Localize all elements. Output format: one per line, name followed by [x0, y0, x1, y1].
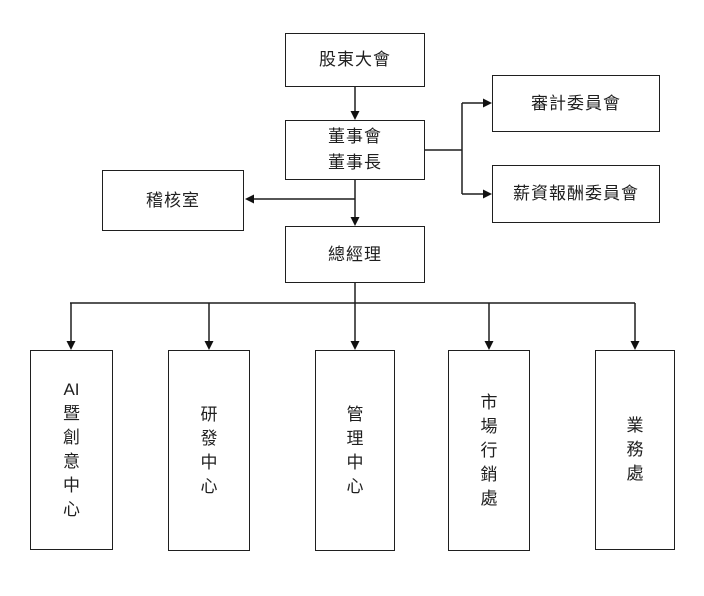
node-shareholders: 股東大會 — [285, 33, 425, 87]
node-audit-office: 稽核室 — [102, 170, 244, 231]
node-rd-center-label: 研 發 中 心 — [200, 404, 218, 496]
node-board-chairman: 董事會 董事長 — [285, 120, 425, 180]
node-audit-committee: 審計委員會 — [492, 75, 660, 132]
node-ai-creative-center: AI 暨 創 意 中 心 — [30, 350, 113, 550]
node-marketing-division-label: 市 場 行 銷 處 — [480, 392, 498, 508]
node-general-manager: 總經理 — [285, 226, 425, 283]
node-shareholders-label: 股東大會 — [319, 50, 391, 69]
node-management-center-label: 管 理 中 心 — [346, 404, 364, 496]
node-compensation-committee-label: 薪資報酬委員會 — [513, 184, 639, 203]
node-rd-center: 研 發 中 心 — [168, 350, 250, 551]
node-management-center: 管 理 中 心 — [315, 350, 395, 551]
node-compensation-committee: 薪資報酬委員會 — [492, 165, 660, 223]
edge-board-committees — [425, 98, 492, 199]
node-audit-committee-label: 審計委員會 — [531, 93, 621, 113]
edge-board-general-manager — [245, 180, 360, 226]
edge-shareholders-board — [350, 87, 360, 120]
node-ai-creative-center-label: AI 暨 創 意 中 心 — [63, 380, 80, 519]
node-business-division: 業 務 處 — [595, 350, 675, 550]
node-marketing-division: 市 場 行 銷 處 — [448, 350, 530, 551]
node-audit-office-label: 稽核室 — [146, 190, 200, 210]
node-general-manager-label: 總經理 — [328, 244, 382, 264]
edge-general-manager-divisions — [66, 283, 640, 350]
node-board-chairman-label: 董事會 董事長 — [328, 127, 382, 172]
node-business-division-label: 業 務 處 — [626, 416, 644, 483]
